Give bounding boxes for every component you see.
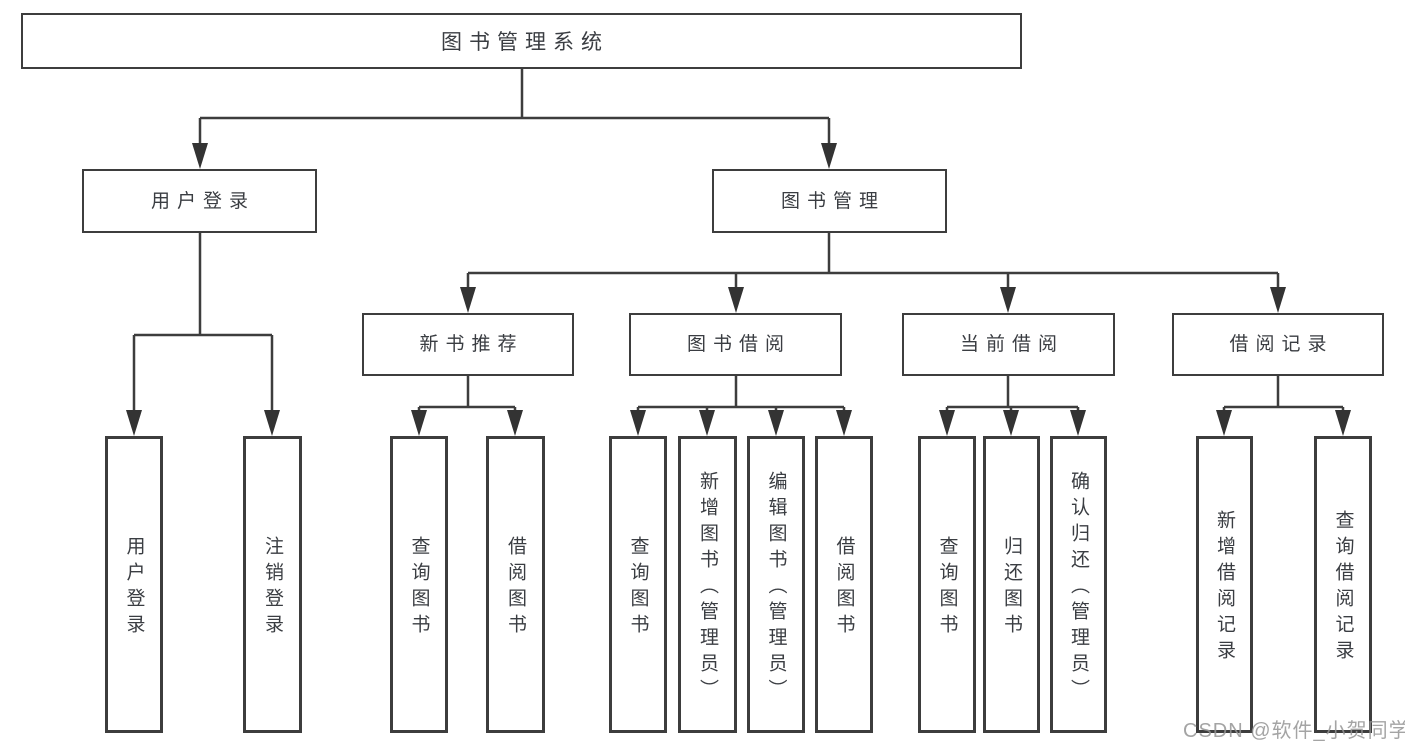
- node-borrowing-records-label: 借阅记录: [1229, 334, 1334, 355]
- leaf-current-confirm-return-admin-label: 确认归还（管理员）: [1068, 471, 1089, 705]
- node-user-login: 用户登录: [82, 169, 317, 233]
- node-current-borrowing: 当前借阅: [902, 313, 1115, 376]
- leaf-newbook-borrow: 借阅图书: [486, 436, 545, 733]
- leaf-borrowing-add-admin: 新增图书（管理员）: [678, 436, 737, 733]
- leaf-borrowing-query: 查询图书: [609, 436, 667, 733]
- node-current-borrowing-label: 当前借阅: [959, 334, 1064, 355]
- leaf-borrowing-query-label: 查询图书: [627, 536, 649, 640]
- leaf-borrowing-edit-admin: 编辑图书（管理员）: [747, 436, 805, 733]
- leaf-user-login: 用户登录: [105, 436, 163, 733]
- node-book-management-label: 图书管理: [780, 190, 885, 212]
- node-new-book-recommend: 新书推荐: [362, 313, 574, 376]
- node-book-borrowing-label: 图书借阅: [686, 334, 791, 355]
- node-new-book-recommend-label: 新书推荐: [419, 334, 524, 355]
- leaf-records-query-label: 查询借阅记录: [1332, 510, 1354, 666]
- leaf-current-return-label: 归还图书: [1001, 536, 1022, 640]
- node-root: 图书管理系统: [21, 13, 1022, 69]
- leaf-user-login-label: 用户登录: [123, 536, 145, 640]
- leaf-newbook-borrow-label: 借阅图书: [505, 536, 526, 640]
- leaf-newbook-query-label: 查询图书: [408, 536, 430, 640]
- leaf-borrowing-edit-admin-label: 编辑图书（管理员）: [765, 471, 787, 705]
- node-root-label: 图书管理系统: [441, 31, 609, 54]
- leaf-current-confirm-return-admin: 确认归还（管理员）: [1050, 436, 1107, 733]
- leaf-records-add: 新增借阅记录: [1196, 436, 1253, 733]
- node-book-borrowing: 图书借阅: [629, 313, 842, 376]
- leaf-borrowing-borrow-label: 借阅图书: [833, 536, 855, 640]
- leaf-borrowing-borrow: 借阅图书: [815, 436, 873, 733]
- leaf-current-return: 归还图书: [983, 436, 1040, 733]
- leaf-borrowing-add-admin-label: 新增图书（管理员）: [697, 471, 718, 705]
- node-user-login-label: 用户登录: [150, 190, 255, 212]
- leaf-current-query: 查询图书: [918, 436, 976, 733]
- leaf-newbook-query: 查询图书: [390, 436, 448, 733]
- csdn-watermark: CSDN @软件_小贺同学: [1183, 720, 1405, 742]
- leaf-logout: 注销登录: [243, 436, 302, 733]
- leaf-current-query-label: 查询图书: [936, 536, 958, 640]
- leaf-records-query: 查询借阅记录: [1314, 436, 1372, 733]
- leaf-records-add-label: 新增借阅记录: [1214, 510, 1235, 666]
- node-book-management: 图书管理: [712, 169, 947, 233]
- node-borrowing-records: 借阅记录: [1172, 313, 1384, 376]
- leaf-logout-label: 注销登录: [262, 536, 283, 640]
